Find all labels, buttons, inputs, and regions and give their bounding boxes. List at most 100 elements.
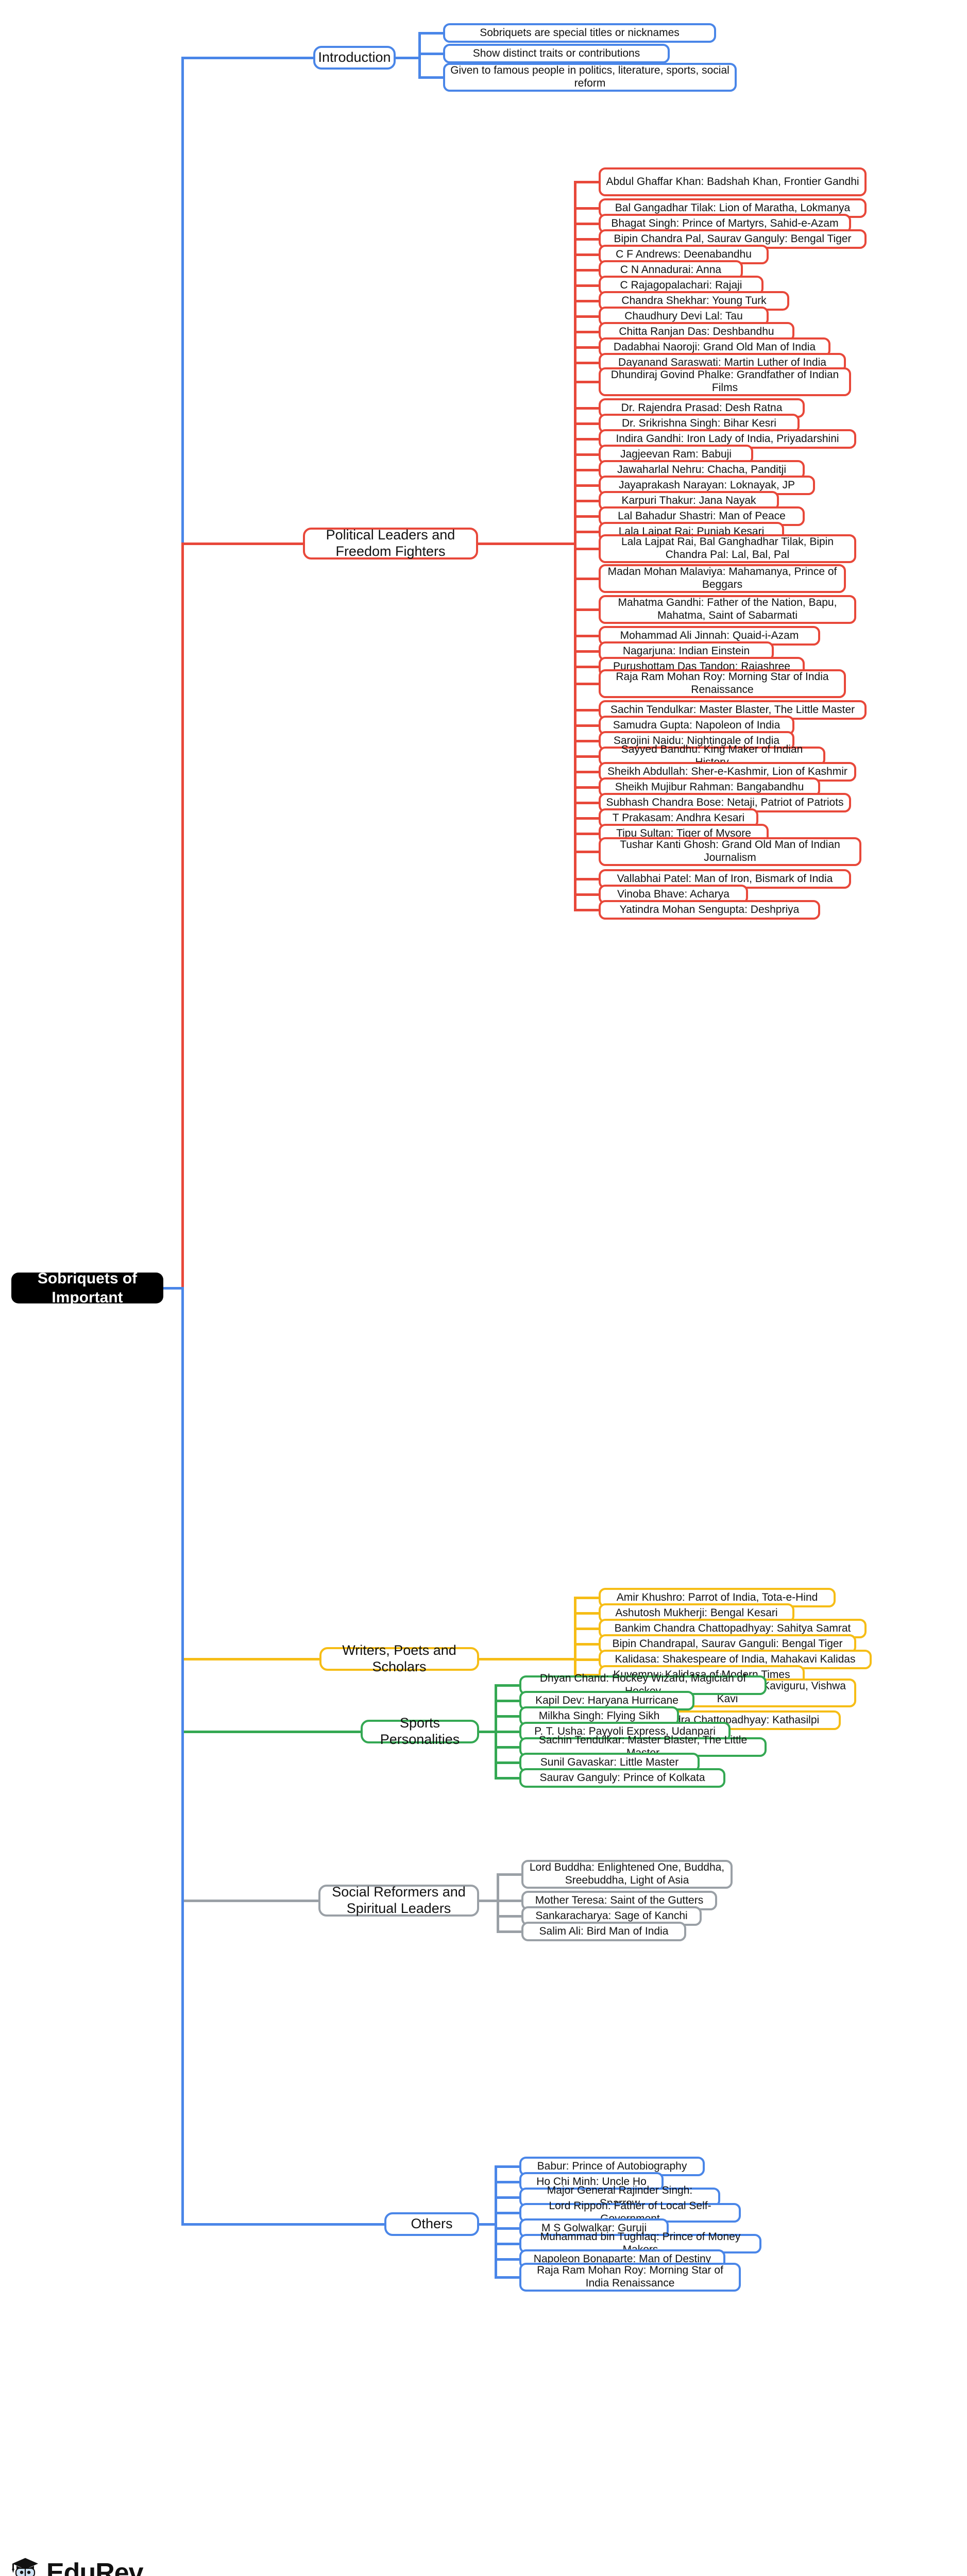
branch-node-introduction[interactable]: Introduction [313,45,396,70]
leaf-node[interactable]: Mahatma Gandhi: Father of the Nation, Ba… [599,595,856,624]
leaf-node-label: Sachin Tendulkar: Master Blaster, The Li… [610,703,855,716]
leaf-connector [574,500,601,502]
leaf-node-label: Lala Lajpat Rai: Punjab Kesari [618,525,765,537]
leaf-connector [574,666,601,668]
leaf-connector [495,1700,521,1702]
leaf-connector [495,2165,521,2168]
leaf-connector [574,802,601,804]
leaf-node[interactable]: Madan Mohan Malaviya: Mahamanya, Prince … [599,564,846,593]
leaf-node-label: C Rajagopalachari: Rajaji [620,279,742,291]
leaf-node-label: Lord Buddha: Enlightened One, Buddha, Sr… [529,1861,725,1886]
leaf-node[interactable]: Dhundiraj Govind Phalke: Grandfather of … [599,367,851,396]
leaf-node-label: Indira Gandhi: Iron Lady of India, Priya… [616,432,839,445]
edurev-wordmark: EduRev [46,2558,144,2576]
leaf-node-label: Bipin Chandra Pal, Saurav Ganguly: Benga… [614,232,852,245]
leaf-connector [574,1674,601,1676]
branch-node-label: Social Reformers and Spiritual Leaders [332,1884,466,1916]
leaf-connector [495,1746,521,1749]
leaf-node[interactable]: Raja Ram Mohan Roy: Morning Star of Indi… [599,669,846,698]
leaf-node[interactable]: Show distinct traits or contributions [443,44,670,63]
leaf-connector [574,817,601,820]
leaf-connector [495,2258,521,2261]
leaf-node-label: Sheikh Mujibur Rahman: Bangabandhu [615,781,804,793]
leaf-connector [574,548,601,550]
leaf-node[interactable]: Given to famous people in politics, lite… [443,63,737,92]
leaf-connector [574,438,601,440]
branch-node-others[interactable]: Others [384,2212,479,2236]
leaf-connector [574,207,601,210]
leaf-node-label: Raja Ram Mohan Roy: Morning Star of Indi… [616,671,829,696]
branch-stub-political-leaders-and-freedom-fighters [181,543,305,545]
branch-node-sports-personalities[interactable]: Sports Personalities [361,1715,479,1747]
leaf-node-label: Chitta Ranjan Das: Deshbandhu [619,325,774,337]
branch-node-political-leaders-and-freedom-fighters[interactable]: Political Leaders and Freedom Fighters [303,527,478,560]
leaf-node[interactable]: Lord Buddha: Enlightened One, Buddha, Sr… [521,1860,733,1889]
leaf-node-label: Dr. Srikrishna Singh: Bihar Kesri [622,417,776,429]
branch-to-children-sports-personalities [478,1731,497,1733]
root-node: Famous Sobriquets of Important Persons [11,1250,163,1326]
leaf-node-label: Mother Teresa: Saint of the Gutters [535,1894,704,1906]
leaf-connector [574,893,601,896]
leaf-node-label: Sobriquets are special titles or nicknam… [480,26,680,39]
leaf-node-label: Bhagat Singh: Prince of Martyrs, Sahid-e… [611,217,839,229]
leaf-connector [574,238,601,241]
branch-node-writers-poets-and-scholars[interactable]: Writers, Poets and Scholars [319,1642,479,1674]
leaf-node[interactable]: Abdul Ghaffar Khan: Badshah Khan, Fronti… [599,167,867,196]
branch-node-label: Introduction [318,49,391,65]
leaf-connector [418,32,445,35]
leaf-connector [574,407,601,410]
leaf-node-label: Madan Mohan Malaviya: Mahamanya, Prince … [607,566,837,590]
branch-to-children-others [478,2223,497,2226]
branch-node-social-reformers-and-spiritual-leaders[interactable]: Social Reformers and Spiritual Leaders [318,1884,479,1917]
leaf-node-label: Given to famous people in politics, lite… [450,64,730,89]
leaf-node[interactable]: Yatindra Mohan Sengupta: Deshpriya [599,900,820,920]
leaf-connector [495,1684,521,1687]
leaf-node-label: Bankim Chandra Chattopadhyay: Sahitya Sa… [614,1622,851,1634]
leaf-connector [574,315,601,318]
leaf-connector [574,635,601,637]
leaf-node[interactable]: Sobriquets are special titles or nicknam… [443,23,716,43]
leaf-connector [574,300,601,302]
leaf-node-label: Salim Ali: Bird Man of India [539,1925,669,1937]
leaf-node-label: Mahatma Gandhi: Father of the Nation, Ba… [618,597,837,621]
leaf-node-label: Kapil Dev: Haryana Hurricane [535,1694,678,1706]
leaf-node-label: Samudra Gupta: Napoleon of India [613,719,781,731]
leaf-node-label: C F Andrews: Deenabandhu [616,248,752,260]
root-node-label: Famous Sobriquets of Important Persons [37,1250,138,1326]
leaf-connector [574,531,601,533]
branch-stub-others [181,2223,386,2226]
leaf-connector [574,909,601,911]
leaf-node-label: Lal Bahadur Shastri: Man of Peace [618,510,786,522]
leaf-node[interactable]: Raja Ram Mohan Roy: Morning Star of Indi… [519,2263,741,2292]
leaf-node-label: Dr. Rajendra Prasad: Desh Ratna [621,401,783,414]
leaf-node-label: Nagarjuna: Indian Einstein [622,645,750,657]
leaf-connector [574,683,601,685]
leaf-node-label: Yatindra Mohan Sengupta: Deshpriya [619,903,800,916]
leaf-node-label: Jayaprakash Narayan: Loknayak, JP [618,479,795,491]
leaf-connector [574,724,601,727]
leaf-node-label: Chandra Shekhar: Young Turk [621,294,767,307]
leaf-connector [574,709,601,711]
leaf-connector [495,1761,521,1764]
leaf-node-label: Ho Chi Minh: Uncle Ho [536,2175,647,2188]
leaf-connector [574,1597,601,1599]
leaf-node-label: Kalidasa: Shakespeare of India, Mahakavi… [615,1653,856,1665]
leaf-connector [574,740,601,742]
leaf-connector [574,181,601,183]
leaf-connector [574,771,601,773]
leaf-connector [497,1900,523,1902]
leaf-node-label: Lala Lajpat Rai, Bal Ganghadhar Tilak, B… [621,536,834,561]
leaf-node-label: Babur: Prince of Autobiography [537,2160,687,2172]
leaf-node-label: Vallabhai Patel: Man of Iron, Bismark of… [617,872,833,885]
child-spine-political-leaders-and-freedom-fighters [574,182,576,911]
leaf-node-label: Bipin Chandrapal, Saurav Ganguli: Bengal… [612,1637,843,1650]
leaf-connector [495,1731,521,1733]
leaf-node[interactable]: Samudra Gupta: Napoleon of India [599,716,794,735]
leaf-connector [574,515,601,518]
leaf-node[interactable]: Salim Ali: Bird Man of India [521,1922,686,1941]
leaf-connector [574,469,601,471]
leaf-node[interactable]: Tushar Kanti Ghosh: Grand Old Man of Ind… [599,837,861,866]
leaf-node[interactable]: Saurav Ganguly: Prince of Kolkata [519,1768,725,1788]
leaf-node[interactable]: Lala Lajpat Rai, Bal Ganghadhar Tilak, B… [599,534,856,563]
